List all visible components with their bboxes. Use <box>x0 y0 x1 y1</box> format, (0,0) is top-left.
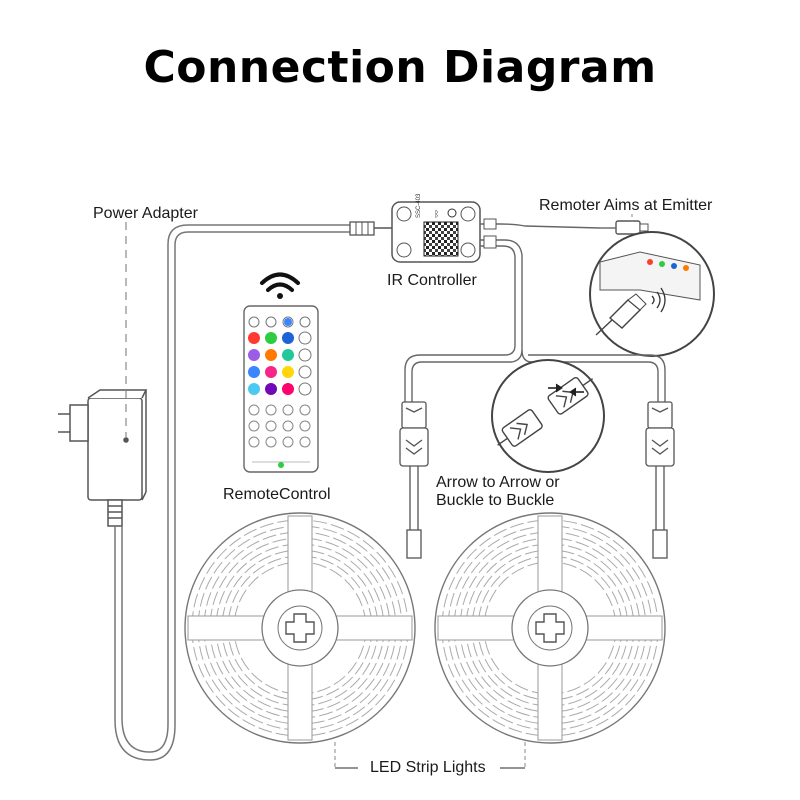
remote-mode-button <box>282 420 294 432</box>
arrow-to-arrow-label: Arrow to Arrow or Buckle to Buckle <box>436 474 560 510</box>
remote-color-button <box>265 349 277 361</box>
ir-controller-label: IR Controller <box>387 272 477 289</box>
ir-controller-box: SSC-403 ᛒ <box>391 193 481 263</box>
remote-color-button <box>248 366 260 378</box>
remote-mode-button <box>299 404 311 416</box>
reel-center-cross <box>535 613 565 643</box>
power-adapter <box>58 389 148 527</box>
remote-function-button <box>298 365 312 379</box>
ir-emitter-cable <box>480 223 601 229</box>
power-adapter-label: Power Adapter <box>93 205 198 222</box>
remote-color-button <box>282 332 294 344</box>
bluetooth-icon: ᛒ <box>434 209 439 219</box>
right-connector <box>645 401 675 559</box>
remote-mode-button <box>265 420 277 432</box>
reel-center-cross <box>285 613 315 643</box>
output-cable <box>411 239 523 402</box>
remote-mode-button <box>299 436 311 448</box>
arrow-label-line-1: Arrow to Arrow or <box>436 474 560 491</box>
left-connector <box>399 401 429 559</box>
remote-top-button <box>299 316 311 328</box>
remote-color-button <box>265 366 277 378</box>
remote-color-button <box>282 349 294 361</box>
remote-color-button <box>265 332 277 344</box>
remote-function-button <box>298 348 312 362</box>
remote-top-button <box>248 316 260 328</box>
remote-mode-button <box>299 420 311 432</box>
remote-color-button <box>248 332 260 344</box>
power-cable <box>114 231 350 761</box>
ir-emitter-head <box>615 220 641 235</box>
connector-zoom-circle <box>491 359 605 473</box>
power-logo-icon <box>447 208 457 218</box>
controller-model-text: SSC-403 <box>416 193 422 218</box>
emitter-zoom-circle <box>589 231 715 357</box>
wifi-signal-icon <box>260 272 300 299</box>
reel-inner-ring <box>277 605 323 651</box>
remote-control <box>243 305 319 473</box>
remote-mode-button <box>282 404 294 416</box>
remote-top-button <box>265 316 277 328</box>
led-reel-right <box>434 512 666 744</box>
remote-aims-label: Remoter Aims at Emitter <box>539 197 713 214</box>
remote-function-button <box>298 382 312 396</box>
remote-blue-button <box>284 318 292 326</box>
remote-color-button <box>248 383 260 395</box>
led-strip-label: LED Strip Lights <box>370 759 486 776</box>
reel-inner-ring <box>527 605 573 651</box>
remote-color-button <box>282 383 294 395</box>
remote-mode-button <box>248 404 260 416</box>
remote-mode-button <box>248 420 260 432</box>
remote-mode-button <box>282 436 294 448</box>
page-title: Connection Diagram <box>143 42 657 93</box>
remote-color-button <box>282 366 294 378</box>
remote-mode-button <box>265 404 277 416</box>
remote-control-label: RemoteControl <box>223 486 331 503</box>
remote-color-button <box>248 349 260 361</box>
led-reel-left <box>184 512 416 744</box>
remote-function-button <box>298 331 312 345</box>
remote-mode-button <box>265 436 277 448</box>
remote-color-button <box>265 383 277 395</box>
arrow-label-line-2: Buckle to Buckle <box>436 492 555 509</box>
remote-mode-button <box>248 436 260 448</box>
remote-button-grid <box>248 316 312 448</box>
